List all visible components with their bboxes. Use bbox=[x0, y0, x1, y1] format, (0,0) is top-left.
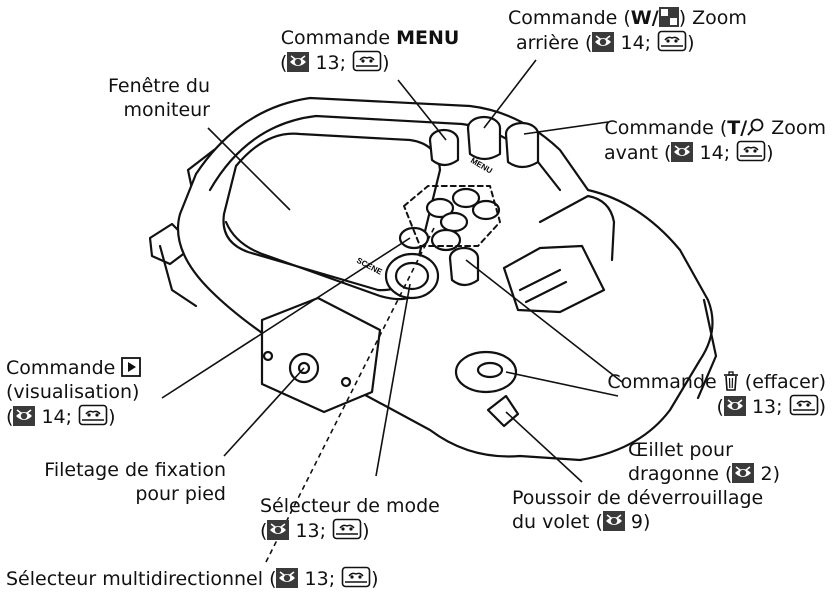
book-reference-icon bbox=[736, 140, 766, 162]
monitor-window bbox=[222, 132, 442, 292]
eye-reference-icon bbox=[603, 511, 625, 531]
label-play-button: Commande (visualisation) ( 14; ) bbox=[6, 357, 141, 428]
label-zoom-out-button: Commande (W/) Zoom arrière ( 14; ) bbox=[508, 7, 747, 54]
label-mode-dial: Sélecteur de mode ( 13; ) bbox=[260, 495, 440, 542]
label-strap-eyelet: Œillet pour dragonne ( 2) bbox=[628, 439, 780, 485]
book-reference-icon bbox=[332, 518, 362, 540]
thumbnail-grid-icon bbox=[659, 7, 679, 27]
eye-reference-icon bbox=[724, 396, 746, 416]
leader-menu bbox=[397, 79, 447, 141]
leader-zoom-t bbox=[523, 121, 609, 135]
leader-mode bbox=[375, 283, 411, 477]
label-delete-button: Commande (effacer) ( 13; ) bbox=[607, 371, 826, 418]
leader-delete bbox=[465, 259, 623, 383]
book-reference-icon bbox=[789, 394, 819, 416]
leader-play bbox=[161, 237, 411, 399]
label-menu-button: Commande MENU ( 13; ) bbox=[280, 27, 460, 74]
label-tripod-socket: Filetage de fixation pour pied bbox=[44, 459, 226, 505]
leader-zoom-w bbox=[483, 59, 537, 129]
eye-reference-icon bbox=[287, 52, 309, 72]
eye-reference-icon bbox=[13, 406, 35, 426]
book-reference-icon bbox=[78, 404, 108, 426]
label-multi-selector: Sélecteur multidirectionnel ( 13; ) bbox=[6, 566, 379, 590]
book-reference-icon bbox=[657, 30, 687, 52]
label-cover-latch: Poussoir de déverrouillage du volet ( 9) bbox=[512, 487, 764, 533]
leader-eyelet bbox=[505, 371, 619, 397]
play-button-icon bbox=[121, 357, 141, 377]
magnifier-icon bbox=[747, 117, 765, 137]
leader-latch bbox=[505, 411, 583, 483]
label-zoom-in-button: Commande (T/ Zoom avant ( 14; ) bbox=[604, 117, 826, 164]
eye-reference-icon bbox=[671, 142, 693, 162]
eye-reference-icon bbox=[276, 568, 298, 588]
label-monitor-window: Fenêtre du moniteur bbox=[108, 75, 210, 121]
eye-reference-icon bbox=[267, 520, 289, 540]
eye-reference-icon bbox=[732, 463, 754, 483]
book-reference-icon bbox=[341, 566, 371, 588]
book-reference-icon bbox=[352, 50, 382, 72]
strap-eyelet bbox=[454, 350, 518, 394]
cover-latch bbox=[486, 394, 520, 428]
leader-monitor bbox=[207, 127, 291, 211]
trash-icon bbox=[723, 371, 739, 391]
eye-reference-icon bbox=[592, 32, 614, 52]
leader-tripod bbox=[223, 367, 305, 457]
